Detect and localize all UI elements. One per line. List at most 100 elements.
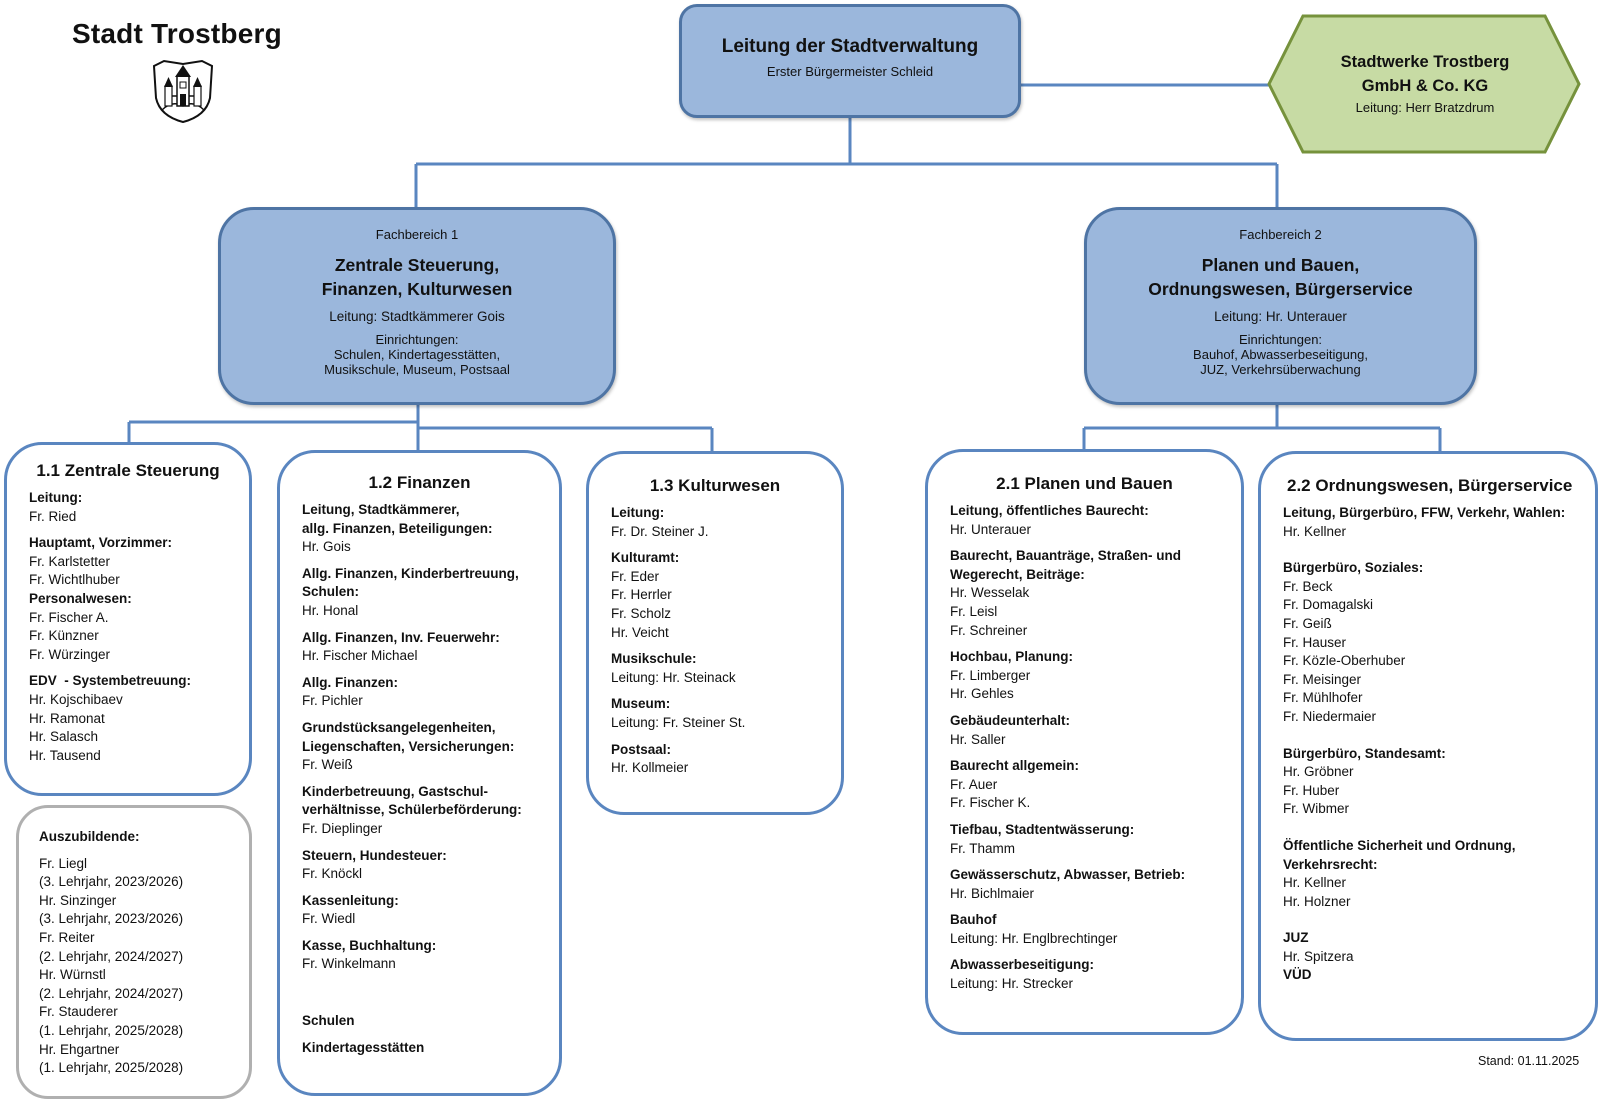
fb1-label: Fachbereich 1 <box>375 227 459 242</box>
stadtwerke-hexagon <box>1267 14 1581 154</box>
auszubildende-box: Auszubildende: Fr. Liegl (3. Lehrjahr, 20… <box>16 805 252 1099</box>
person: Leitung: Hr. Englbrechtinger <box>950 930 1118 946</box>
person: Fr. Knöckl <box>302 866 363 882</box>
person: Fr. Karlstetter <box>29 553 111 569</box>
unit-section: Museum: Leitung: Fr. Steiner St. <box>611 695 841 732</box>
fb1-einrichtungen-line2: Musikschule, Museum, Postsaal <box>324 362 510 377</box>
section-title: Grundstücksangelegenheiten, <box>302 719 496 735</box>
person: Fr. Fischer A. <box>29 609 109 625</box>
azubi-line: (1. Lehrjahr, 2025/2028) <box>39 1060 184 1076</box>
azubi-line: Fr. Stauderer <box>39 1004 118 1020</box>
section-title: Baurecht allgemein: <box>950 758 1080 774</box>
fachbereich-1-box: Fachbereich 1 Zentrale Steuerung, Finanz… <box>218 207 616 405</box>
unit-section: VÜD <box>1283 966 1595 985</box>
azubi-line: Fr. Reiter <box>39 929 95 945</box>
section-title: Kassenleitung: <box>302 892 399 908</box>
section-title: Öffentliche Sicherheit und Ordnung, <box>1283 837 1516 853</box>
azubi-line: (2. Lehrjahr, 2024/2027) <box>39 985 184 1001</box>
azubi-line: (3. Lehrjahr, 2023/2026) <box>39 874 184 890</box>
person: Fr. Fischer K. <box>950 795 1031 811</box>
unit-section: Gebäudeunterhalt:Hr. Saller <box>950 712 1241 749</box>
person: Hr. Salasch <box>29 729 99 745</box>
section-title: JUZ <box>1283 930 1309 946</box>
unit-section: Kasse, Buchhaltung:Fr. Winkelmann <box>302 937 559 974</box>
unit-1-1-box: 1.1 Zentrale Steuerung Leitung: Fr. Ried… <box>4 442 252 796</box>
azubi-line: (2. Lehrjahr, 2024/2027) <box>39 948 184 964</box>
person: Hr. Gehles <box>950 686 1014 702</box>
unit-1-3-box: 1.3 Kulturwesen Leitung:Fr. Dr. Steiner … <box>586 451 844 815</box>
person: Hr. Wesselak <box>950 585 1030 601</box>
unit-2-2-box: 2.2 Ordnungswesen, Bürgerservice Leitung… <box>1258 451 1598 1041</box>
azubi-title: Auszubildende: <box>39 829 140 844</box>
section-title: Allg. Finanzen, Kinderbertreuung, <box>302 565 519 581</box>
section-title: Kasse, Buchhaltung: <box>302 937 437 953</box>
fb1-lead: Leitung: Stadtkämmerer Gois <box>329 309 505 324</box>
person: Leitung: Fr. Steiner St. <box>611 714 746 730</box>
unit-section: Allg. Finanzen, Inv. Feuerwehr:Hr. Fisch… <box>302 629 559 666</box>
section-title: Bürgerbüro, Standesamt: <box>1283 745 1446 761</box>
unit-section: Personalwesen: Fr. Fischer A. Fr. Künzne… <box>29 590 249 664</box>
person: Fr. Domagalski <box>1283 597 1374 613</box>
person: Fr. Herrler <box>611 587 672 603</box>
section-title: Bauhof <box>950 912 997 928</box>
section-title: Hochbau, Planung: <box>950 649 1073 665</box>
unit-section: Hauptamt, Vorzimmer: Fr. Karlstetter Fr.… <box>29 534 249 590</box>
unit-section: Kinderbetreuung, Gastschul-verhältnisse,… <box>302 783 559 839</box>
leadership-title: Leitung der Stadtverwaltung <box>721 36 979 57</box>
fb1-title-line1: Zentrale Steuerung, <box>334 255 500 275</box>
azubi-line: (3. Lehrjahr, 2023/2026) <box>39 911 184 927</box>
person: Hr. Holzner <box>1283 893 1351 909</box>
person: Hr. Spitzera <box>1283 948 1354 964</box>
azubi-line: Hr. Sinzinger <box>39 892 117 908</box>
section-title: Gewässerschutz, Abwasser, Betrieb: <box>950 867 1186 883</box>
person: Hr. Tausend <box>29 747 101 763</box>
person: Fr. Beck <box>1283 578 1333 594</box>
page-title: Stadt Trostberg <box>72 18 282 49</box>
person: Fr. Künzner <box>29 628 99 644</box>
fb1-title-line2: Finanzen, Kulturwesen <box>321 279 513 299</box>
person: Leitung: Hr. Steinack <box>611 669 736 685</box>
person: Hr. Saller <box>950 731 1006 747</box>
unit-section: Allg. Finanzen, Kinderbertreuung,Schulen… <box>302 565 559 621</box>
azubi-line: Fr. Liegl <box>39 855 88 871</box>
unit-section: JUZ Hr. Spitzera <box>1283 929 1595 966</box>
person: Hr. Unterauer <box>950 521 1032 537</box>
person: Fr. Közle-Oberhuber <box>1283 653 1406 669</box>
azubi-line: (1. Lehrjahr, 2025/2028) <box>39 1022 184 1038</box>
section-title: verhältnisse, Schülerbeförderung: <box>302 802 522 818</box>
person: Fr. Scholz <box>611 605 672 621</box>
section-title: Hauptamt, Vorzimmer: <box>29 535 173 551</box>
person: Fr. Schreiner <box>950 622 1028 638</box>
person: Leitung: Hr. Strecker <box>950 976 1074 992</box>
person: Fr. Ried <box>29 508 77 524</box>
unit-1-2-box: 1.2 Finanzen Leitung, Stadtkämmerer,allg… <box>277 450 562 1096</box>
person: Fr. Dr. Steiner J. <box>611 523 709 539</box>
section-title: Kulturamt: <box>611 550 680 566</box>
person: Fr. Pichler <box>302 693 363 709</box>
fb1-einrichtungen-line1: Schulen, Kindertagesstätten, <box>333 347 501 362</box>
section-title: Tiefbau, Stadtentwässerung: <box>950 821 1135 837</box>
section-title: Leitung, öffentliches Baurecht: <box>950 503 1149 518</box>
fb2-einrichtungen-line1: Bauhof, Abwasserbeseitigung, <box>1193 347 1368 362</box>
section-title: Verkehrsrecht: <box>1283 856 1378 872</box>
person: Hr. Fischer Michael <box>302 648 418 664</box>
unit-section: Postsaal:Hr. Kollmeier <box>611 741 841 778</box>
leadership-subtitle: Erster Bürgermeister Schleid <box>766 64 934 79</box>
person: Fr. Mühlhofer <box>1283 690 1363 706</box>
section-title: allg. Finanzen, Beteiligungen: <box>302 520 493 536</box>
unit-section: Musikschule:Leitung: Hr. Steinack <box>611 650 841 687</box>
fb1-einrichtungen-label: Einrichtungen: <box>375 332 459 347</box>
section-title: Museum: <box>611 696 671 712</box>
stand-date: Stand: 01.11.2025 <box>1478 1054 1580 1068</box>
unit-section: Kassenleitung:Fr. Wiedl <box>302 892 559 929</box>
unit-2-2-title: 2.2 Ordnungswesen, Bürgerservice <box>1287 476 1573 495</box>
stadtwerke-box: Stadtwerke Trostberg GmbH & Co. KG Leitu… <box>1290 50 1560 115</box>
person: Fr. Leisl <box>950 603 998 619</box>
person: Fr. Hauser <box>1283 634 1347 650</box>
person: Fr. Eder <box>611 568 660 584</box>
facility-label: Schulen <box>302 1013 355 1029</box>
section-title: Leitung: <box>611 505 665 520</box>
